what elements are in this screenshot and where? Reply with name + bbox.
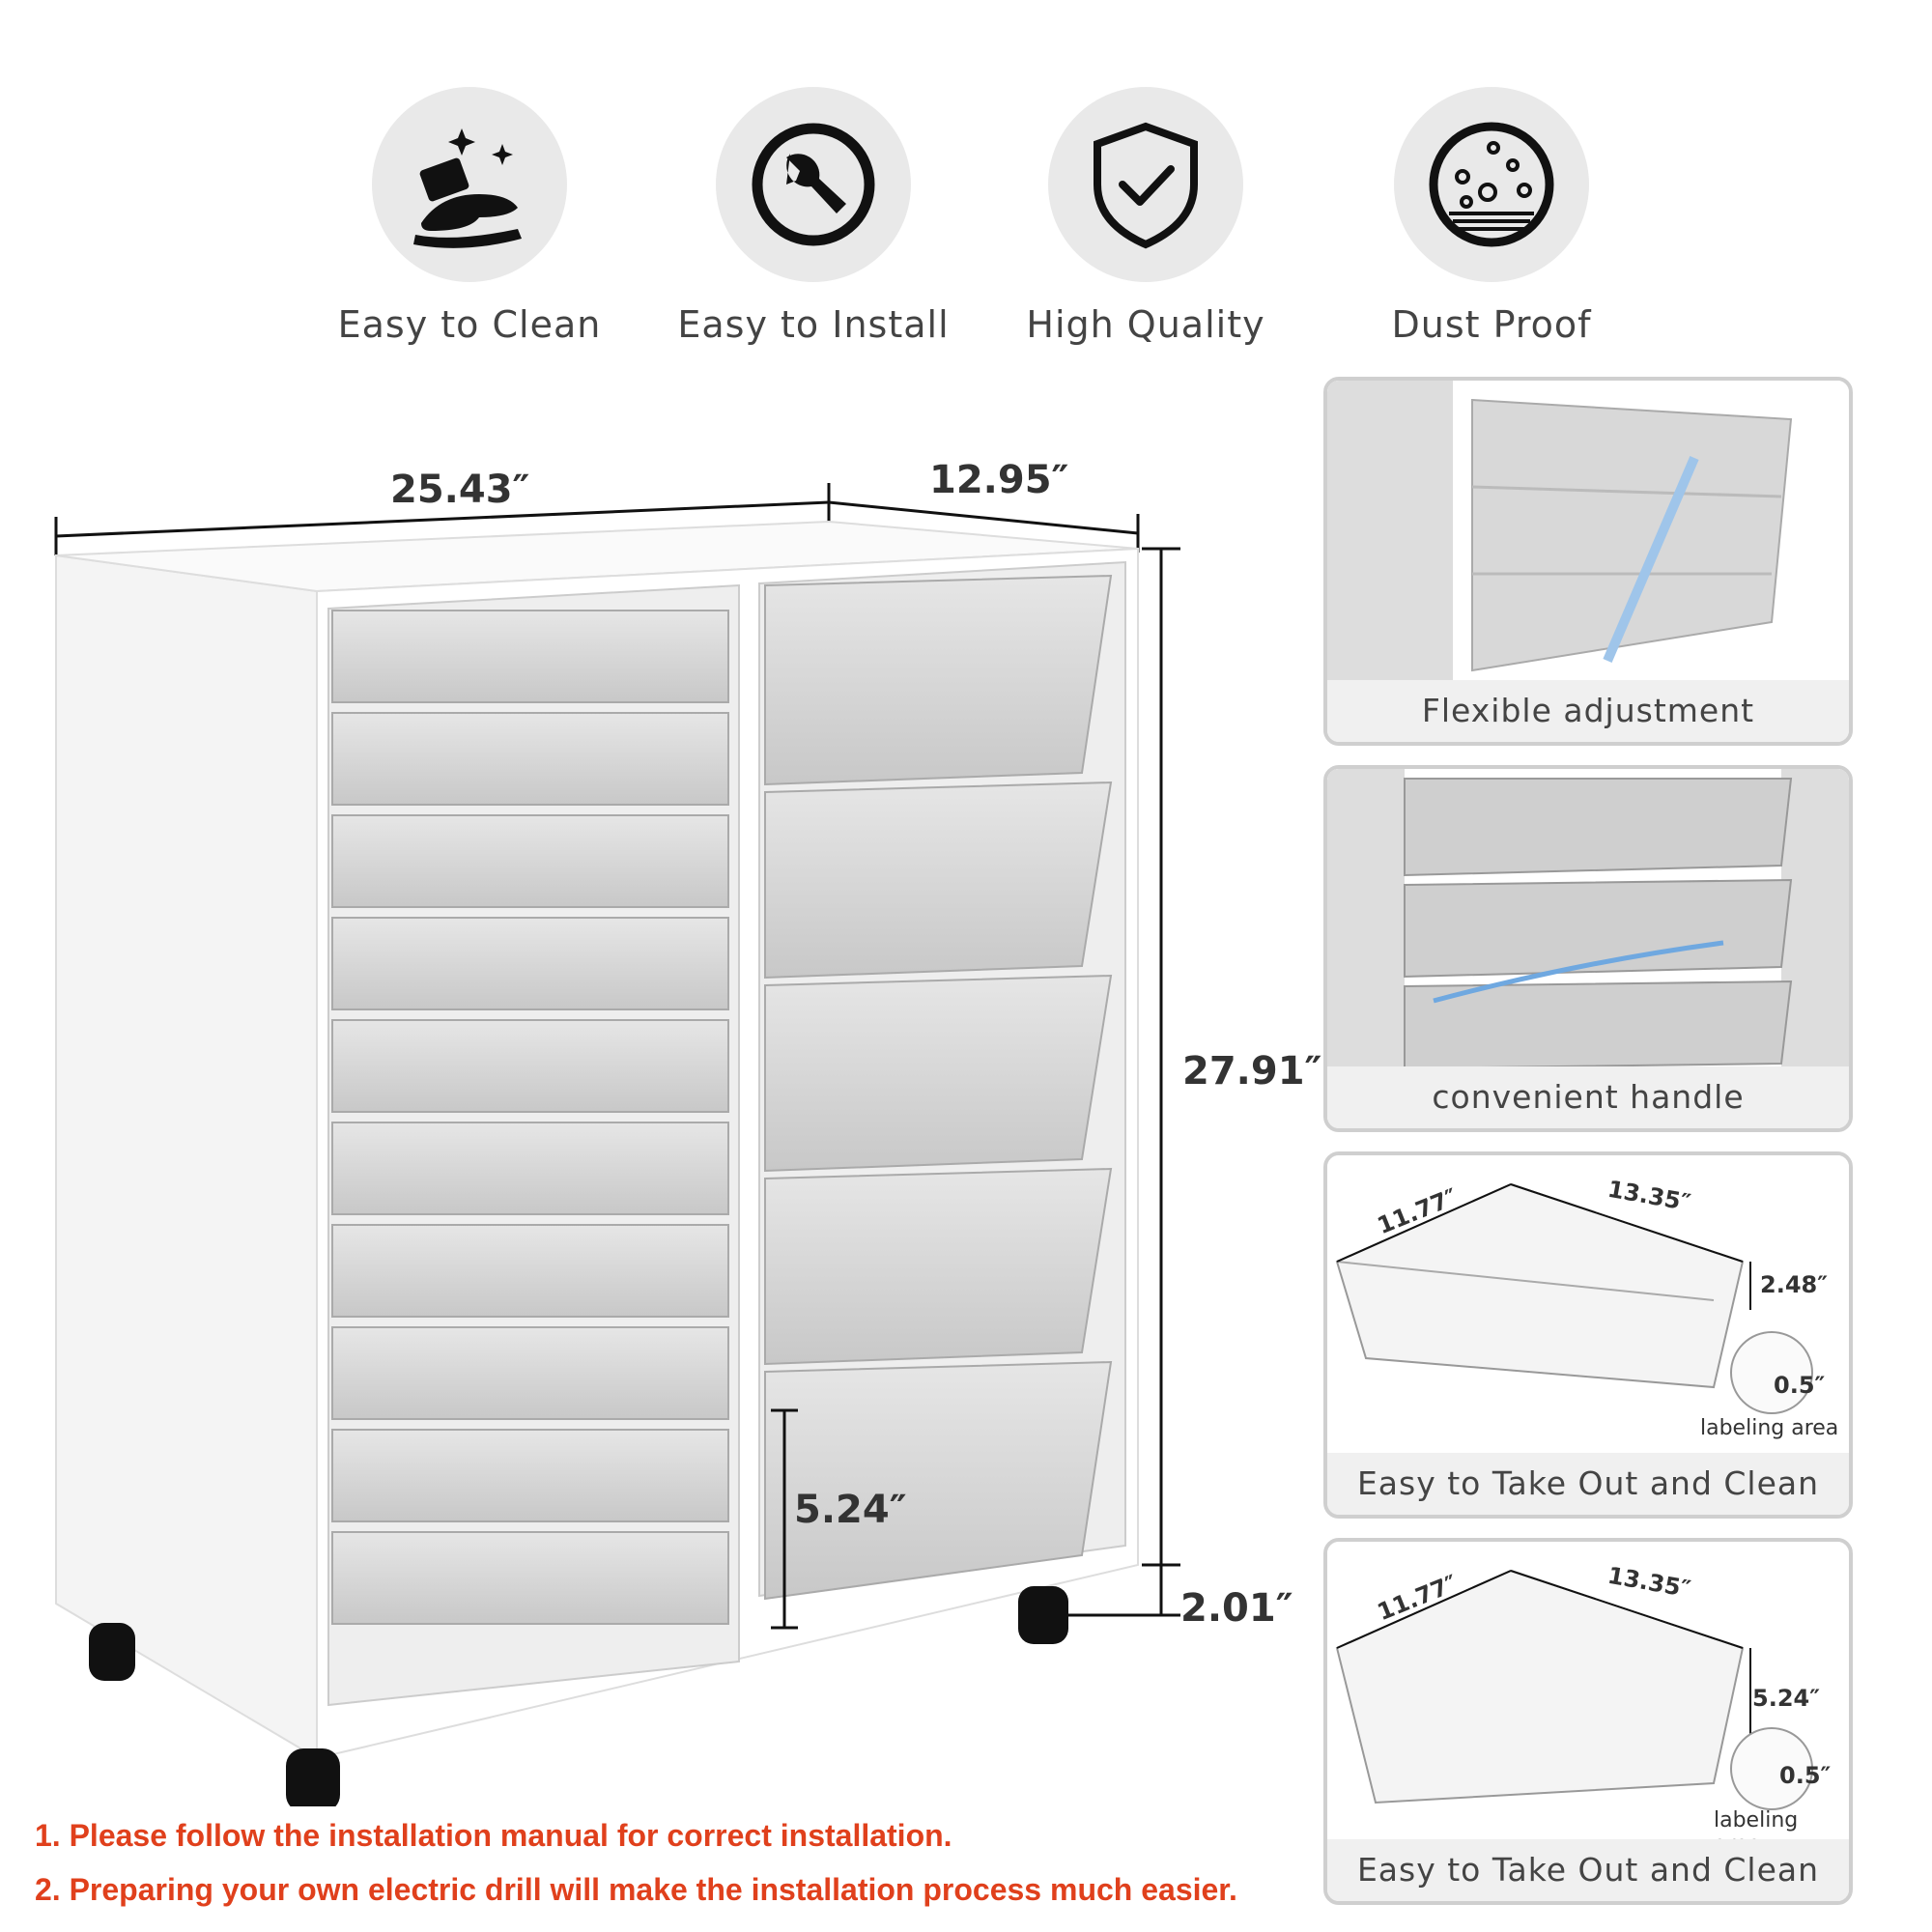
dust-icon xyxy=(1394,87,1589,282)
panel-large-drawer: 11.77″ 13.35″ 5.24″ 0.5″ labeling area E… xyxy=(1323,1538,1853,1905)
panel-convenient-handle: convenient handle xyxy=(1323,765,1853,1132)
feature-high-quality: High Quality xyxy=(1001,87,1291,346)
panel-image xyxy=(1327,769,1849,1070)
small-drawer-lip: 0.5″ xyxy=(1774,1372,1826,1399)
dimension-drawer-height: 5.24″ xyxy=(794,1488,907,1532)
left-drawer-stack xyxy=(331,610,729,1625)
feature-label: Easy to Install xyxy=(677,303,950,346)
cleaning-hand-icon xyxy=(372,87,567,282)
product-illustration: 25.43″ 12.95″ 27.91″ 2.01″ 5.24″ xyxy=(0,406,1321,1812)
panel-image xyxy=(1327,381,1849,680)
panel-caption: Flexible adjustment xyxy=(1327,680,1849,742)
large-drawer-height: 5.24″ xyxy=(1752,1685,1820,1712)
feature-label: High Quality xyxy=(1026,303,1265,346)
wrench-icon xyxy=(716,87,911,282)
panel-caption: Easy to Take Out and Clean xyxy=(1327,1453,1849,1515)
installation-note-2: 2. Preparing your own electric drill wil… xyxy=(35,1872,1237,1907)
cabinet-drawing xyxy=(54,483,1180,1812)
feature-dust-proof: Dust Proof xyxy=(1347,87,1636,346)
dimension-depth: 12.95″ xyxy=(929,458,1069,502)
panel-image xyxy=(1327,1542,1849,1839)
feature-label: Easy to Clean xyxy=(337,303,602,346)
panel-caption: Easy to Take Out and Clean xyxy=(1327,1839,1849,1901)
feature-easy-to-clean: Easy to Clean xyxy=(325,87,614,346)
dimension-width: 25.43″ xyxy=(390,468,530,512)
caster-wheels xyxy=(89,1586,1068,1812)
small-drawer-labeling-area: labeling area xyxy=(1700,1416,1839,1440)
dimension-wheel-height: 2.01″ xyxy=(1180,1586,1293,1631)
panel-caption: convenient handle xyxy=(1327,1066,1849,1128)
panel-image xyxy=(1327,1155,1849,1453)
dimension-height: 27.91″ xyxy=(1182,1049,1322,1094)
small-drawer-height: 2.48″ xyxy=(1760,1271,1828,1298)
feature-label: Dust Proof xyxy=(1391,303,1592,346)
shield-check-icon xyxy=(1048,87,1243,282)
feature-easy-to-install: Easy to Install xyxy=(668,87,958,346)
panel-small-drawer: 11.77″ 13.35″ 2.48″ 0.5″ labeling area E… xyxy=(1323,1151,1853,1519)
large-drawer-lip: 0.5″ xyxy=(1779,1762,1832,1789)
installation-note-1: 1. Please follow the installation manual… xyxy=(35,1818,952,1853)
right-drawer-stack xyxy=(764,574,1113,1601)
panel-flexible-adjustment: Flexible adjustment xyxy=(1323,377,1853,746)
